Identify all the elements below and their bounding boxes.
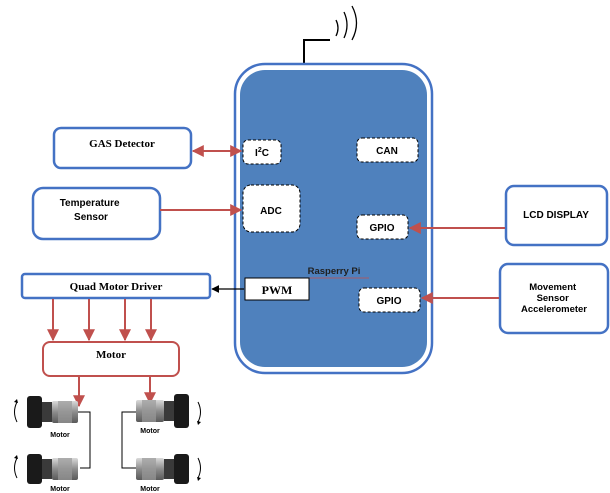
port-i2c-label: I [255,148,258,159]
arrows-driver-to-motor [47,299,157,342]
wheel-motor-label: Motor [50,432,70,439]
block-movement-label-line2: Sensor [537,293,570,304]
wheel-motor-label: Motor [140,486,160,493]
wheel-motor-bottom-left: Motor [14,454,78,493]
motor-wiring [78,411,136,469]
block-temperature-label-line2: Sensor [74,212,108,223]
port-i2c-label-rest: C [262,148,269,159]
port-gpio-movement-label: GPIO [376,296,401,307]
wheel-motor-top-left: Motor [14,396,78,439]
wheel-motor-bottom-right: Motor [136,454,201,493]
port-gpio-movement: GPIO [358,287,421,313]
port-i2c: I2C [242,139,282,165]
block-temperature-label-line1: Temperature [60,198,120,209]
port-pwm: PWM [244,277,310,301]
port-i2c-superscript: 2 [258,147,262,154]
port-gpio-lcd: GPIO [356,214,409,240]
block-motor: Motor [42,341,180,377]
block-temperature-sensor: Temperature Sensor [31,186,162,241]
block-movement-sensor: Movement Sensor Accelerometer [498,262,610,335]
block-lcd-display-label: LCD DISPLAY [523,210,589,221]
port-can-label: CAN [376,146,398,157]
wheel-motor-label: Motor [140,428,160,435]
port-adc: ADC [242,184,301,233]
svg-text:I2C: I2C [255,147,269,159]
block-quad-motor-driver: Quad Motor Driver [20,272,212,300]
block-movement-label-line1: Movement [529,282,577,293]
port-adc-label: ADC [260,206,282,217]
port-gpio-lcd-label: GPIO [369,223,394,234]
antenna-icon [303,5,358,70]
svg-text:Movement Sensor Ac: Movement Sensor Accelerometer [521,282,587,315]
port-can: CAN [356,137,419,163]
block-quad-motor-driver-label: Quad Motor Driver [70,281,163,293]
svg-text:Temperature Sensor: Temperature Sensor [60,198,123,223]
block-gas-detector-label: GAS Detector [89,138,155,150]
block-gas-detector: GAS Detector [52,126,193,170]
wheel-motor-top-right: Motor [136,394,201,435]
arrows-motor-to-wheels [73,377,156,408]
wheel-motor-label: Motor [50,486,70,493]
block-motor-label: Motor [96,349,126,361]
block-lcd-display: LCD DISPLAY [504,184,609,247]
block-movement-label-line3: Accelerometer [521,304,587,315]
port-pwm-label: PWM [262,283,293,297]
raspberry-pi-label: Rasperry Pi [308,266,361,277]
